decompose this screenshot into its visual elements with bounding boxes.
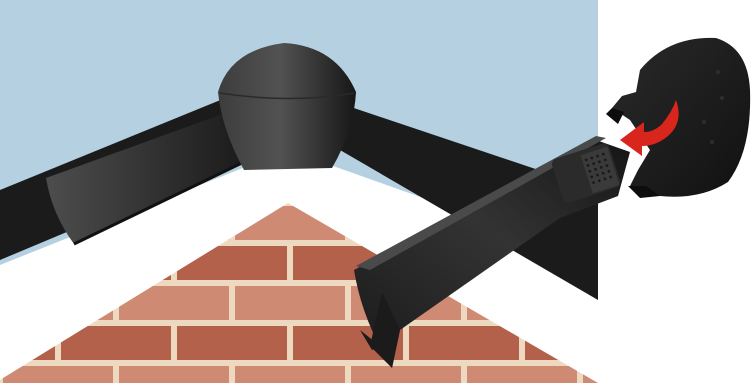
illustration-canvas <box>0 0 753 383</box>
ridge-end-cap-diagram <box>0 0 753 383</box>
